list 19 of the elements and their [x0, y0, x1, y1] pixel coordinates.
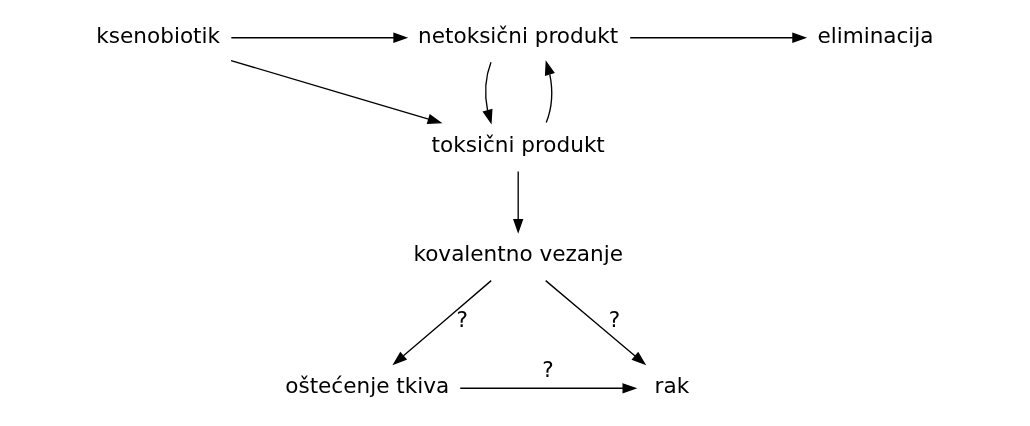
- arrow: [544, 60, 555, 124]
- arrow: [230, 32, 408, 43]
- edge-label: ?: [541, 357, 554, 383]
- node-text: ksenobiotik: [95, 22, 220, 48]
- edge-label: ?: [456, 307, 468, 333]
- arrow: [629, 32, 807, 43]
- node-text: kovalentno vezanje: [412, 241, 623, 267]
- arrow: [482, 61, 492, 125]
- arrow: [459, 383, 637, 394]
- node-text: eliminacija: [816, 22, 934, 48]
- node-text: toksični produkt: [431, 132, 605, 158]
- arrow: [391, 279, 492, 366]
- edge-label: ?: [608, 307, 620, 333]
- node-text: netoksični produkt: [417, 22, 618, 48]
- arrow: [229, 59, 442, 124]
- node-text: rak: [654, 373, 689, 399]
- arrow: [512, 170, 523, 234]
- arrow: [544, 279, 646, 366]
- node-text: oštećenje tkiva: [284, 373, 449, 399]
